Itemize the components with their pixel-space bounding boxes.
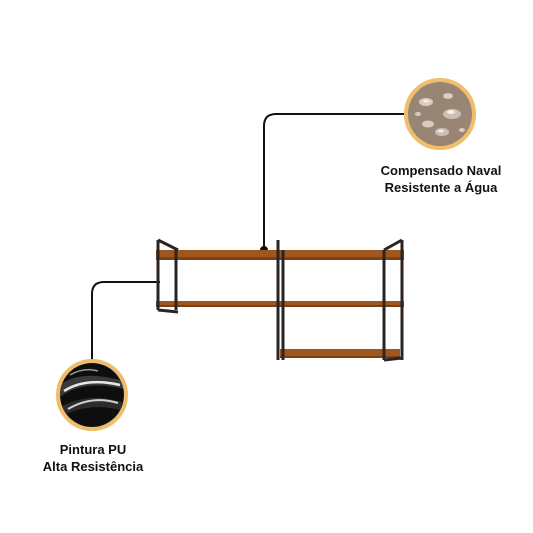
leader-line-paint <box>91 281 160 360</box>
metal-frame <box>156 238 404 362</box>
naval-plywood-caption: Compensado Naval Resistente a Água <box>366 162 516 196</box>
middle-shelf-board <box>156 301 404 307</box>
pu-paint-caption: Pintura PU Alta Resistência <box>18 441 168 475</box>
pu-paint-title: Pintura PU <box>59 442 127 457</box>
leader-line-naval <box>263 113 404 250</box>
shelf-boards <box>156 250 404 358</box>
naval-plywood-badge <box>404 78 476 150</box>
naval-plywood-subtitle: Resistente a Água <box>384 180 498 195</box>
naval-plywood-title: Compensado Naval <box>380 163 502 178</box>
pu-paint-badge <box>56 359 128 431</box>
top-shelf-board <box>156 250 404 259</box>
glossy-paint-icon <box>60 363 124 427</box>
water-drops-icon <box>408 82 472 146</box>
pu-paint-subtitle: Alta Resistência <box>42 459 144 474</box>
bottom-shelf-board <box>280 349 400 358</box>
